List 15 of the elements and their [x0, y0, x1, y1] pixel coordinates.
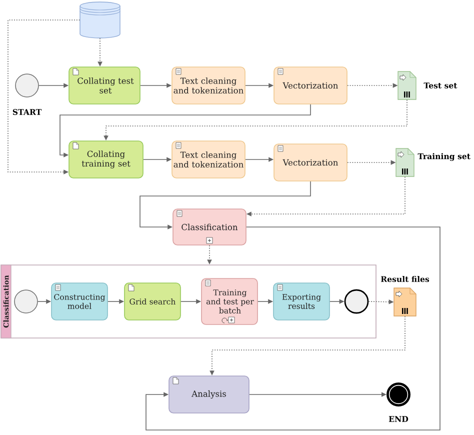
task-box: Vectorization [274, 144, 348, 182]
task-box: Analysis [168, 376, 250, 414]
arrow [8, 20, 80, 174]
task-box: Vectorization [274, 66, 348, 104]
arrow [146, 226, 440, 430]
arrow [60, 104, 311, 158]
arrow [140, 180, 311, 230]
event-circle [14, 290, 38, 314]
task-box: Classification [172, 208, 246, 246]
task-box: Text cleaning and tokenization [172, 140, 246, 178]
task-box: Text cleaning and tokenization [172, 66, 246, 104]
task-box: Collating test set [68, 66, 140, 104]
database-cylinder [80, 2, 120, 38]
event-circle [344, 289, 369, 314]
task-box: Collating training set [68, 140, 144, 178]
